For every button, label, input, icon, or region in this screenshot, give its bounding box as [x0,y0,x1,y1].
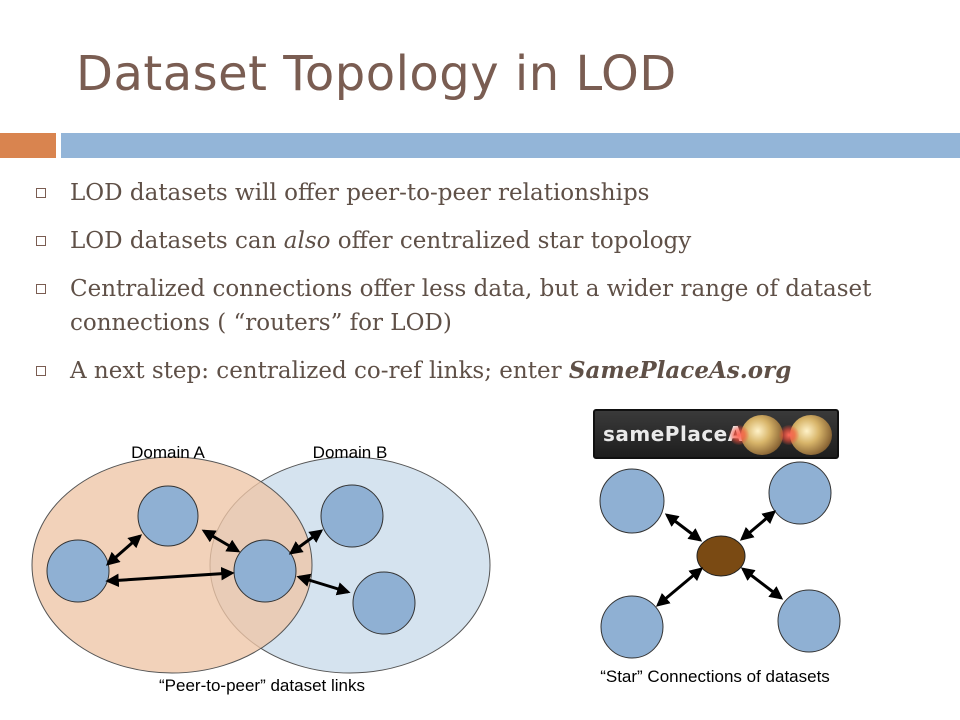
star-diagram: “Star” Connections of datasets [599,461,841,686]
map-pin-icon [729,425,749,445]
title-underline-bar [61,133,960,158]
bullet-item: LOD datasets will offer peer-to-peer rel… [34,176,934,210]
dataset-node [600,595,664,659]
bullet-item: LOD datasets can also offer centralized … [34,224,934,258]
domain-a-region [31,456,313,674]
p2p-link [296,573,351,596]
bullet-emphasis: also [283,228,331,254]
star-link [655,567,704,607]
star-link [664,513,703,542]
bullet-text: Centralized connections offer less data,… [70,276,872,336]
bullet-list: LOD datasets will offer peer-to-peer rel… [34,176,934,402]
domain-b-label: Domain B [313,443,388,462]
p2p-link [105,566,235,588]
peer-to-peer-diagram: Domain A Domain B “Peer-to-peer” dataset… [31,443,491,695]
bullet-text: A next step: centralized co-ref links; e… [70,358,569,384]
p2p-link [105,534,143,566]
p2p-link [201,529,241,553]
bullet-text: LOD datasets will offer peer-to-peer rel… [70,180,650,206]
dataset-node [137,485,199,547]
dataset-node [599,468,665,534]
sameplaceas-link-text: SamePlaceAs.org [568,357,792,384]
bullet-item: A next step: centralized co-ref links; e… [34,354,934,388]
square-bullet-icon [36,236,46,246]
slide-title: Dataset Topology in LOD [76,46,677,102]
map-pin-icon [779,425,799,445]
dataset-node [768,461,832,525]
square-bullet-icon [36,284,46,294]
dataset-node [777,589,841,653]
bullet-text: offer centralized star topology [330,228,692,254]
bullet-text: LOD datasets can [70,228,284,254]
star-link [740,567,784,600]
dataset-node [352,571,416,635]
dataset-node [233,539,297,603]
domain-a-label: Domain A [131,443,205,462]
star-caption: “Star” Connections of datasets [600,667,830,686]
dataset-node [320,484,384,548]
square-bullet-icon [36,366,46,376]
p2p-caption: “Peer-to-peer” dataset links [159,676,365,695]
title-accent-bar [0,133,56,158]
sameplaceas-logo: samePlaceAs [593,409,839,459]
star-link [739,510,777,541]
bullet-item: Centralized connections offer less data,… [34,272,934,340]
square-bullet-icon [36,188,46,198]
hub-node [696,535,746,577]
dataset-node [46,539,110,603]
p2p-link [288,529,324,555]
